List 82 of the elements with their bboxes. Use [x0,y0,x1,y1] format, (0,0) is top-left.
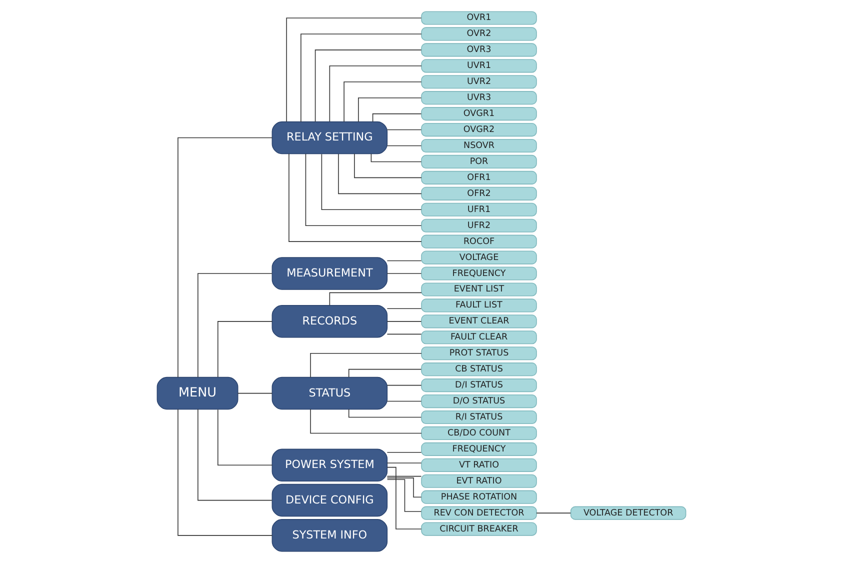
node-box: RECORDS [271,305,388,338]
node-box: DEVICE CONFIG [271,484,388,517]
node-box: OFR2 [420,186,536,200]
node-box: ROCOF [420,234,536,248]
node-box: EVENT CLEAR [420,314,536,328]
node-box: OFR1 [420,170,536,184]
node-box: CB STATUS [420,362,536,376]
node-box: FREQUENCY [420,442,536,456]
connector [386,334,422,335]
connector [370,153,422,162]
node-box: VOLTAGE [420,250,536,264]
node-box: R/I STATUS [420,410,536,424]
connector [536,512,570,514]
node-box: RELAY SETTING [271,121,388,154]
connector [386,129,422,130]
connector [216,409,272,466]
node-box: VOLTAGE DETECTOR [570,506,686,520]
connector [197,408,272,501]
node-box: CIRCUIT BREAKER [420,522,536,536]
node-box: NSOVR [420,138,536,153]
node-box: CB/DO COUNT [420,426,536,440]
node-box: OVR2 [420,27,536,41]
connector [386,476,422,477]
node-box: VT RATIO [420,458,536,472]
connector [386,466,422,530]
node-box: D/O STATUS [420,394,536,408]
node-box: REV CON DETECTOR [420,506,536,520]
node-box: SYSTEM INFO [271,519,388,552]
connector [358,97,422,122]
connector [338,154,422,194]
node-box: EVENT LIST [420,282,536,296]
connector [328,66,422,122]
node-box: POR [420,154,536,169]
node-box: FREQUENCY [420,266,536,280]
node-box: FAULT CLEAR [420,330,536,344]
node-box: FAULT LIST [420,298,536,312]
connector [177,137,272,378]
node-box: UVR2 [420,75,536,89]
node-box: UVR3 [420,91,536,105]
node-box: PHASE ROTATION [420,490,536,504]
node-box: UFR2 [420,218,536,232]
connector [310,352,422,378]
connector [354,153,422,178]
connector [197,273,272,378]
connector [216,321,272,378]
connector [300,34,422,122]
connector [286,18,422,122]
connector [343,81,422,122]
node-box: POWER SYSTEM [271,448,388,482]
node-box: UVR1 [420,59,536,73]
connector [386,308,422,310]
connector [304,153,422,226]
node-box: MEASUREMENT [271,257,388,290]
connector [386,479,422,512]
connector [386,462,422,464]
connector [386,452,422,453]
node-box: OVR3 [420,43,536,57]
connector [386,478,422,498]
connector [320,154,422,210]
connector [386,400,422,402]
connector [310,408,422,434]
node-box: EVT RATIO [420,474,536,488]
node-box: MENU [156,376,238,410]
connector [386,145,422,146]
connector [386,273,422,274]
connector [236,392,272,394]
node-box: OVGR2 [420,123,536,137]
connector [372,113,422,122]
connector [288,153,422,242]
connector [386,260,422,262]
node-box: PROT STATUS [420,346,536,360]
node-box: OVGR1 [420,107,536,121]
node-box: UFR1 [420,202,536,216]
connector [177,408,272,536]
node-box: OVR1 [420,11,536,25]
node-box: D/I STATUS [420,378,536,392]
node-box: STATUS [271,376,388,410]
connector [348,409,422,418]
connector [348,368,422,378]
connector [386,321,422,322]
connector [386,384,422,386]
connector [314,50,422,122]
